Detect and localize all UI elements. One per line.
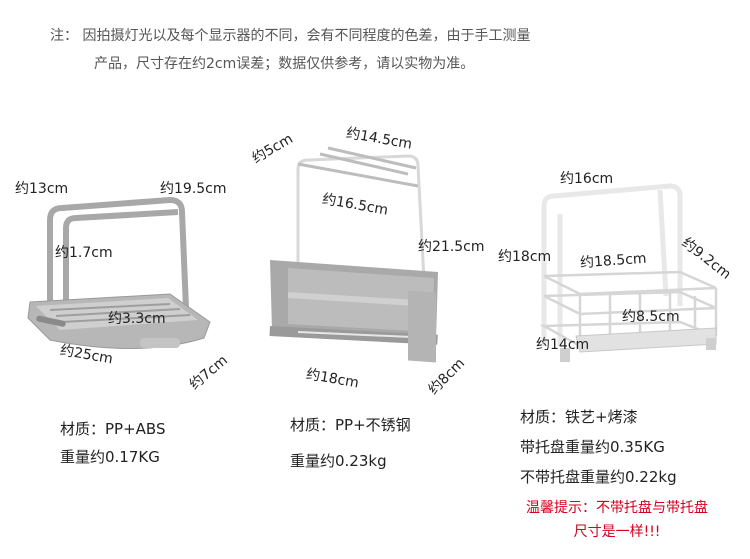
p1-dim-tray-depth: 约3.3cm [108,311,166,327]
p3-weight-with-tray: 带托盘重量约0.35KG [520,438,665,456]
p3-dim-shelf-height: 约8.5cm [622,309,680,325]
product-1-image [27,197,211,350]
p1-material: 材质：PP+ABS [60,420,166,438]
p3-dim-top: 约16cm [560,171,614,187]
p1-dim-gap: 约1.7cm [55,245,113,261]
note-line-2: 产品，尺寸存在约2cm误差；数据仅供参考，请以实物为准。 [94,56,475,72]
p1-dim-height: 约19.5cm [160,181,227,197]
product-3-image [539,183,718,362]
p1-weight: 重量约0.17KG [60,448,160,466]
p3-weight-without-tray: 不带托盘重量约0.22kg [520,468,677,486]
p2-weight: 重量约0.23kg [290,452,387,470]
warning-line-1: 温馨提示：不带托盘与带托盘 [526,500,708,516]
disclaimer-note: 注： 因拍摄灯光以及每个显示器的不同，会有不同程度的色差，由于手工测量 产品，尺… [50,22,530,78]
warning-line-2: 尺寸是一样!!! [573,524,661,540]
p2-dim-height: 约21.5cm [418,239,485,255]
warning-note: 温馨提示：不带托盘与带托盘 尺寸是一样!!! [494,496,740,544]
note-line-1: 注： 因拍摄灯光以及每个显示器的不同，会有不同程度的色差，由于手工测量 [50,28,531,44]
product-2-image [269,146,438,363]
p3-dim-bottom: 约14cm [536,337,590,353]
p2-material: 材质：PP+不锈钢 [290,416,411,434]
p3-material: 材质：铁艺+烤漆 [520,408,638,426]
p1-dim-width-top: 约13cm [15,181,69,197]
p3-dim-height: 约18cm [498,249,552,265]
